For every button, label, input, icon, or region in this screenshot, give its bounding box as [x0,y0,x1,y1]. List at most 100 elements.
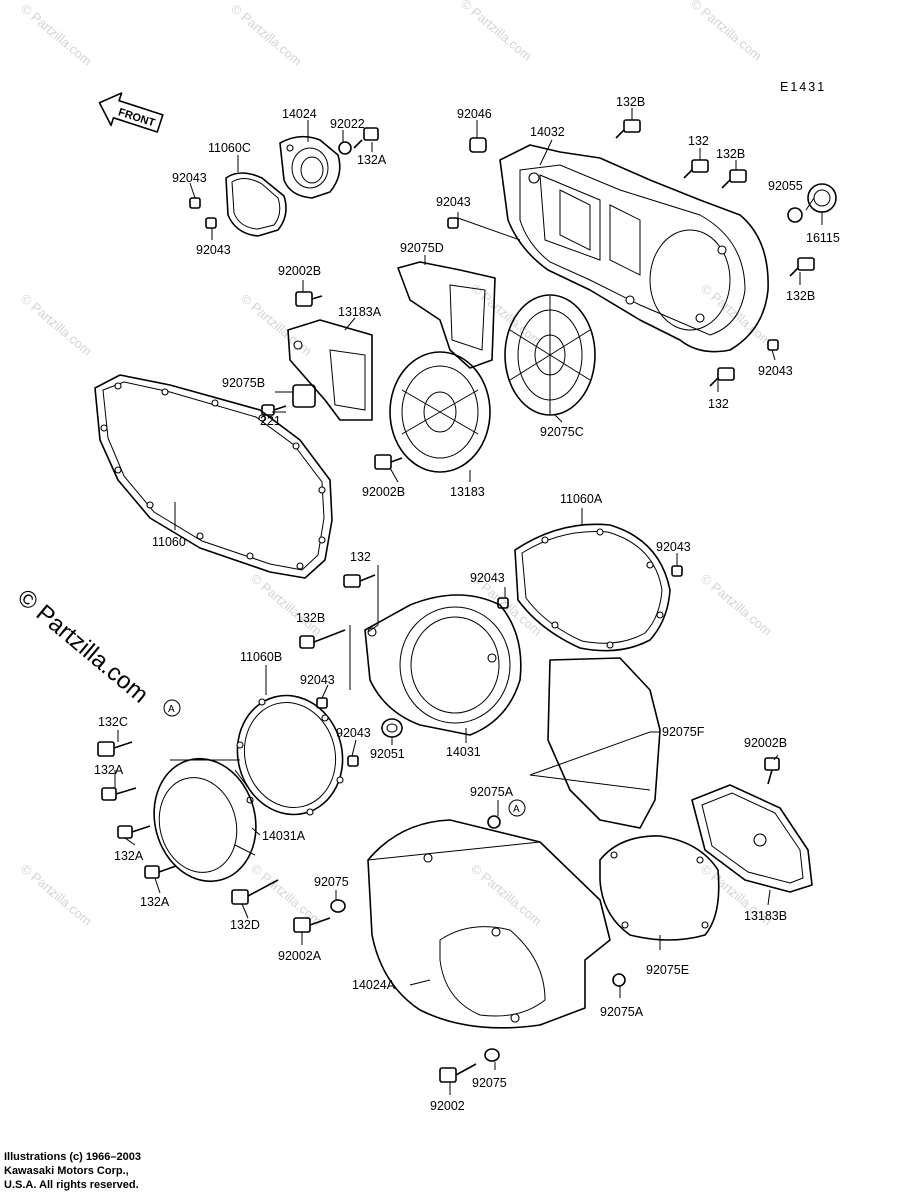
label-132A: 132A [114,849,144,863]
bolt-92002B [374,454,403,470]
bolt-132 [343,574,376,588]
label-92075E: 92075E [646,963,689,977]
label-132B: 132B [296,611,325,625]
label-11060B: 11060B [240,650,282,664]
inspection-cover-14024 [279,135,341,199]
label-92022: 92022 [330,117,365,131]
bolt-132C [97,741,133,757]
washer-92075 [484,1048,500,1062]
collar-92051 [381,718,403,738]
outer-cover-14032 [499,144,769,353]
label-92075F: 92075F [662,725,705,739]
label-132: 132 [688,134,709,148]
label-92055: 92055 [768,179,803,193]
bolt-132 [683,159,709,179]
watermark-text: © Partzilla.com [18,1,95,69]
label-132A: 132A [140,895,170,909]
housing-14031 [364,594,522,736]
label-92043: 92043 [196,243,231,257]
bolt-92002 [439,1063,477,1083]
dowel-92043 [767,339,779,351]
dowel-92043 [205,217,217,229]
shroud-92075C [504,294,596,416]
label-132C: 132C [98,715,128,729]
bolt-132B [721,169,747,189]
label-92002B: 92002B [744,736,787,750]
label-132: 132 [350,550,371,564]
label-132B: 132B [786,289,815,303]
callout-a-icon: A [163,699,181,717]
washer-92075 [330,899,346,913]
label-132: 132 [708,397,729,411]
copyright-line: U.S.A. All rights reserved. [4,1179,139,1191]
label-11060: 11060 [152,535,186,549]
label-92043: 92043 [656,540,691,554]
watermark-text: © Partzilla.com [228,1,305,69]
gasket-11060C [225,172,287,237]
watermark-text: © Partzilla.com [248,571,325,639]
o-ring-92055 [787,207,803,223]
plug-16115 [807,183,837,213]
dowel-92043 [347,755,359,767]
leader-lines [114,108,823,1095]
panel-92075E [599,835,720,941]
watermark-layer: © Partzilla.com © Partzilla.com © Partzi… [12,0,775,929]
diagram-code: E1431 [780,80,826,94]
label-132B: 132B [716,147,745,161]
bolt-132D [231,879,279,905]
gasket-11060B [236,694,344,816]
label-221: 221 [260,414,281,428]
copyright-line: Illustrations (c) 1966–2003 [4,1151,141,1163]
label-92075A: 92075A [600,1005,644,1019]
gasket-11060A [514,523,671,652]
bolt-132B [299,629,346,649]
gasket-11060 [94,374,333,579]
spacer-92075A [612,973,626,987]
guide-13183 [389,351,491,473]
bolt-132 [709,367,735,387]
label-13183A: 13183A [338,305,382,319]
guide-13183A [287,319,373,421]
dowel-92043 [189,197,201,209]
label-92043: 92043 [758,364,793,378]
label-92075B: 92075B [222,376,265,390]
label-14031: 14031 [446,745,481,759]
callout-a-icon: A [508,799,526,817]
label-92075C: 92075C [540,425,584,439]
label-92043: 92043 [436,195,471,209]
label-11060C: 11060C [208,141,251,155]
watermark-text: © Partzilla.com [698,571,775,639]
label-14024: 14024 [282,107,317,121]
label-92051: 92051 [370,747,405,761]
bolt-92002B [764,757,780,785]
label-13183: 13183 [450,485,485,499]
svg-text:A: A [513,804,520,815]
outer-cover-14024A [367,819,611,1029]
watermark-main: © Partzilla.com [12,584,153,709]
label-92043: 92043 [172,171,207,185]
washer-92022 [338,141,352,155]
label-92075: 92075 [472,1076,507,1090]
copyright-line: Kawasaki Motors Corp., [4,1165,129,1177]
label-92002: 92002 [430,1099,465,1113]
label-132B: 132B [616,95,645,109]
bracket-92075B [292,384,316,408]
label-92002A: 92002A [278,949,322,963]
svg-text:A: A [168,704,175,715]
watermark-text: © Partzilla.com [688,0,765,64]
cover-14031A [153,757,257,883]
duct-92075F [547,657,661,829]
watermark-text: © Partzilla.com [18,291,95,359]
bolt-132A [117,825,151,839]
dowel-92043 [447,217,459,229]
label-132A: 132A [357,153,387,167]
label-13183B: 13183B [744,909,787,923]
label-14032: 14032 [530,125,565,139]
dowel-92043 [671,565,683,577]
bolt-132B [789,257,815,277]
watermark-text: © Partzilla.com [18,861,95,929]
duct-92075D [397,261,496,369]
label-14024A: 14024A [352,978,396,992]
guard-13183B [691,784,813,893]
label-92043: 92043 [300,673,335,687]
